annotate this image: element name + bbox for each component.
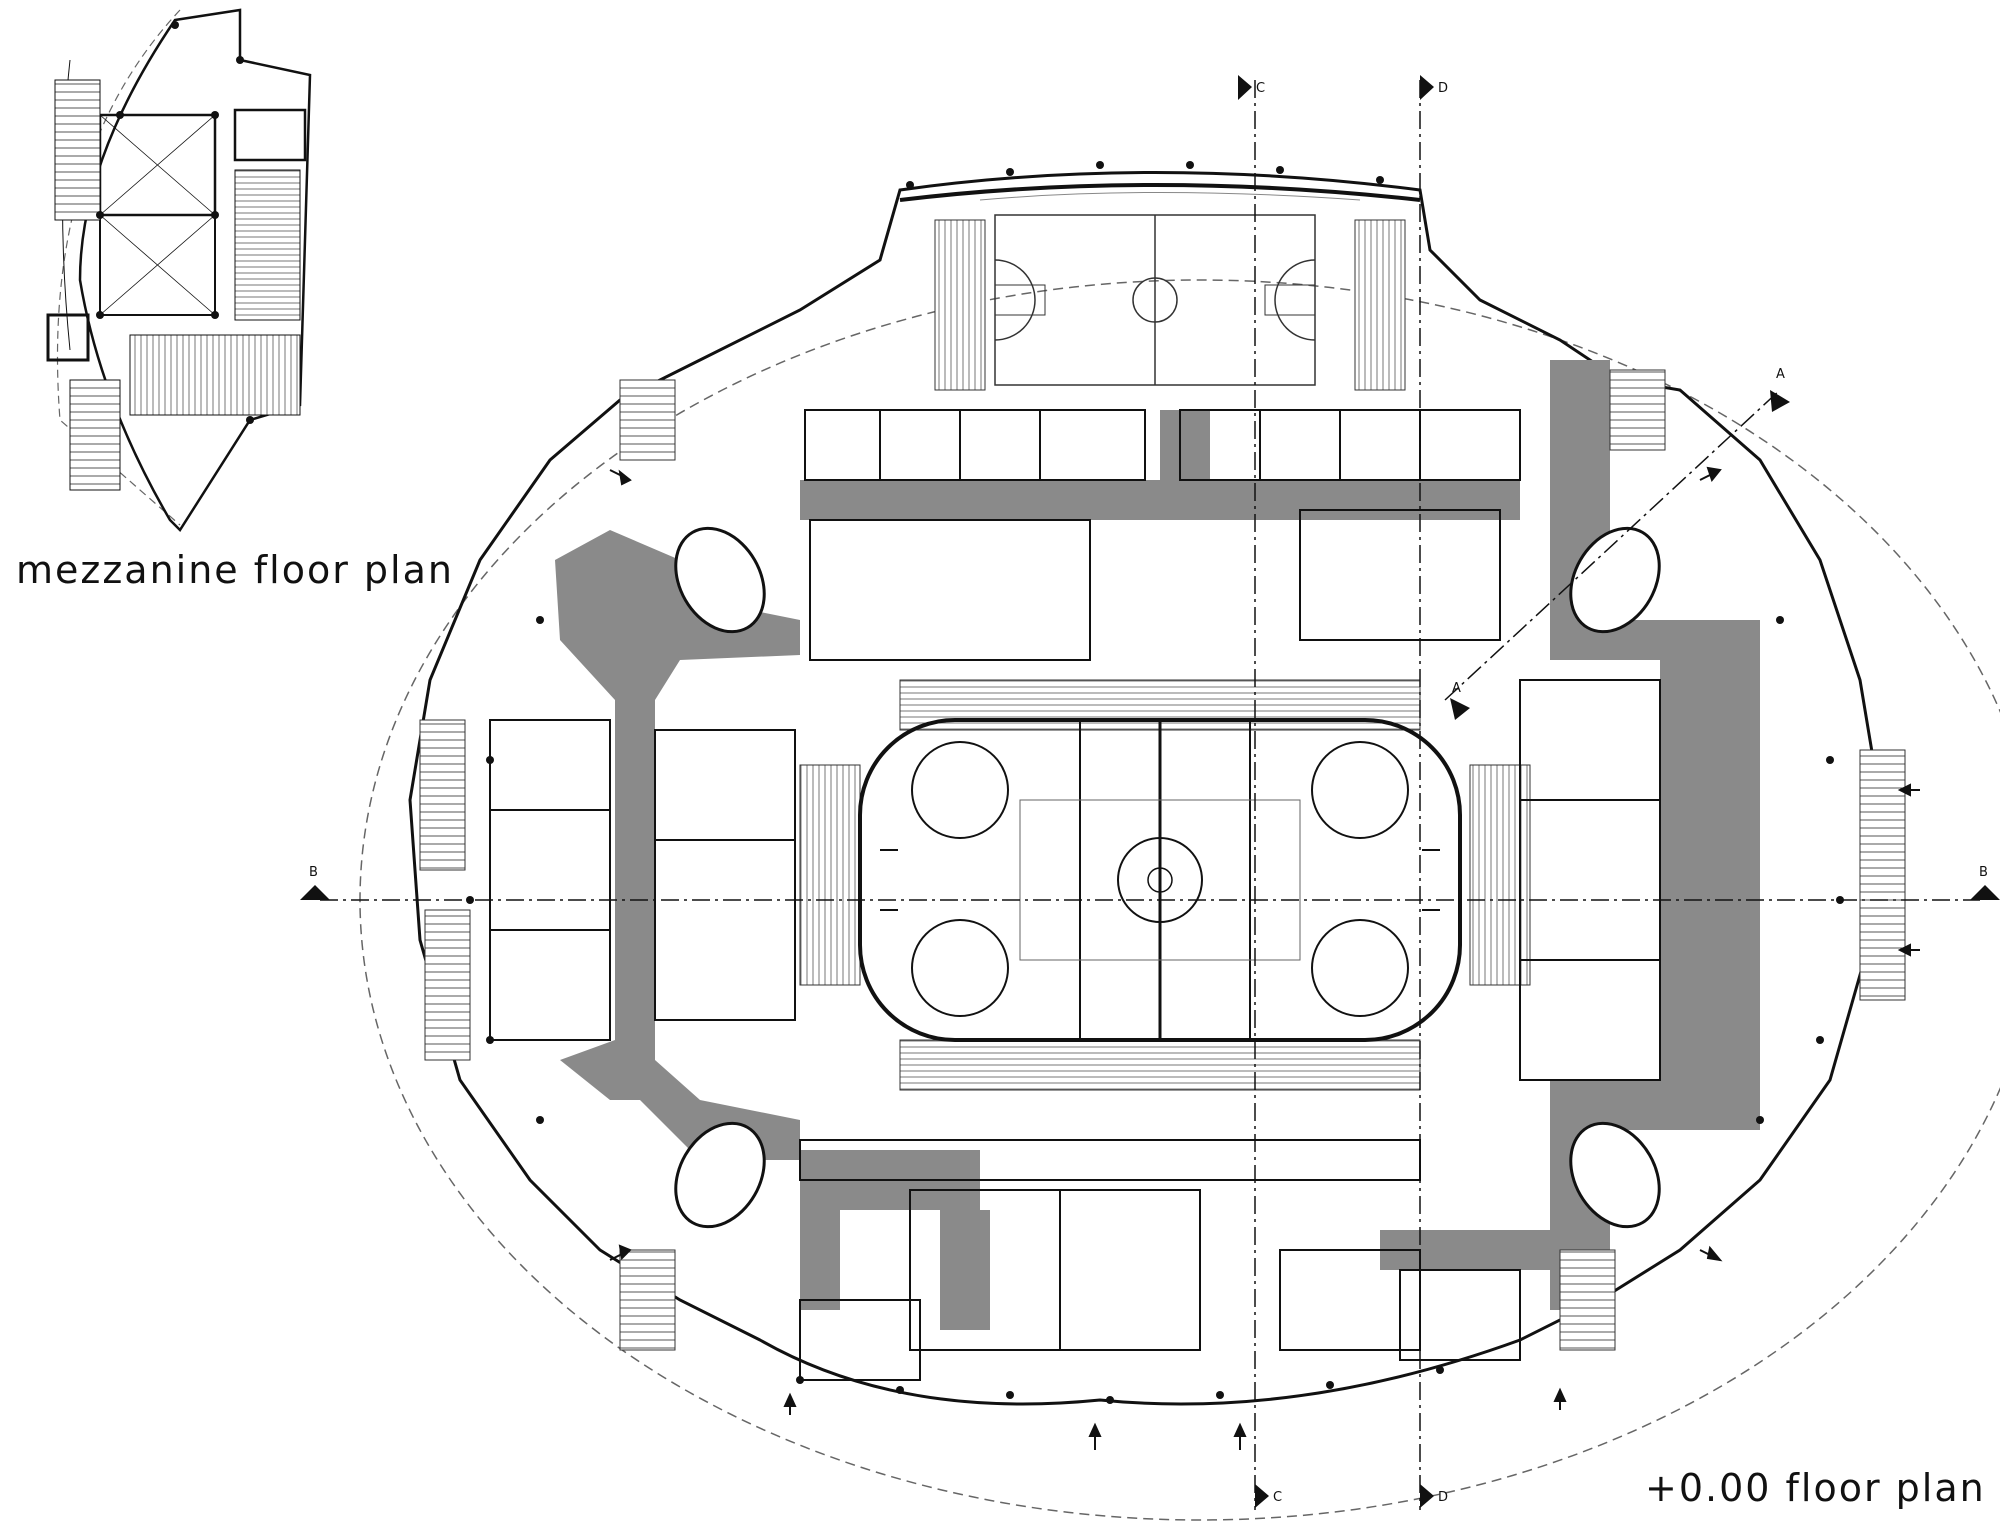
section-marker-d-bottom: D xyxy=(1420,1484,1448,1508)
section-marker-a-lower: A xyxy=(1450,681,1470,720)
svg-text:C: C xyxy=(1256,81,1265,96)
basketball-court xyxy=(934,214,1406,391)
section-marker-c-top: C xyxy=(1238,75,1265,100)
section-lines xyxy=(320,80,1980,1510)
section-marker-d-top: D xyxy=(1420,75,1448,100)
structural-columns xyxy=(466,161,1844,1404)
ice-rink xyxy=(858,718,1462,1042)
svg-text:A: A xyxy=(1776,367,1785,382)
entry-arrows xyxy=(609,466,1920,1450)
svg-text:C: C xyxy=(1273,1490,1282,1505)
ground-floor-plan-title: +0.00 floor plan xyxy=(1645,1466,1986,1510)
building-outline xyxy=(408,171,1882,1406)
mezzanine-plan xyxy=(46,8,312,532)
svg-text:B: B xyxy=(309,865,318,880)
mezzanine-plan-title: mezzanine floor plan xyxy=(16,548,454,592)
mezzanine-columns xyxy=(96,21,254,424)
gym-roof-arc xyxy=(899,183,1421,202)
section-marker-c-bottom: C xyxy=(1255,1484,1282,1508)
svg-text:D: D xyxy=(1438,81,1448,96)
section-marker-a-upper: A xyxy=(1770,367,1790,412)
svg-text:B: B xyxy=(1979,865,1988,880)
stair-cores xyxy=(674,526,1661,1229)
section-marker-b-right: B xyxy=(1970,865,2000,900)
svg-text:A: A xyxy=(1452,681,1461,696)
svg-text:D: D xyxy=(1438,1490,1448,1505)
perimeter-stairs xyxy=(419,369,1906,1351)
section-marker-b-left: B xyxy=(300,865,330,900)
